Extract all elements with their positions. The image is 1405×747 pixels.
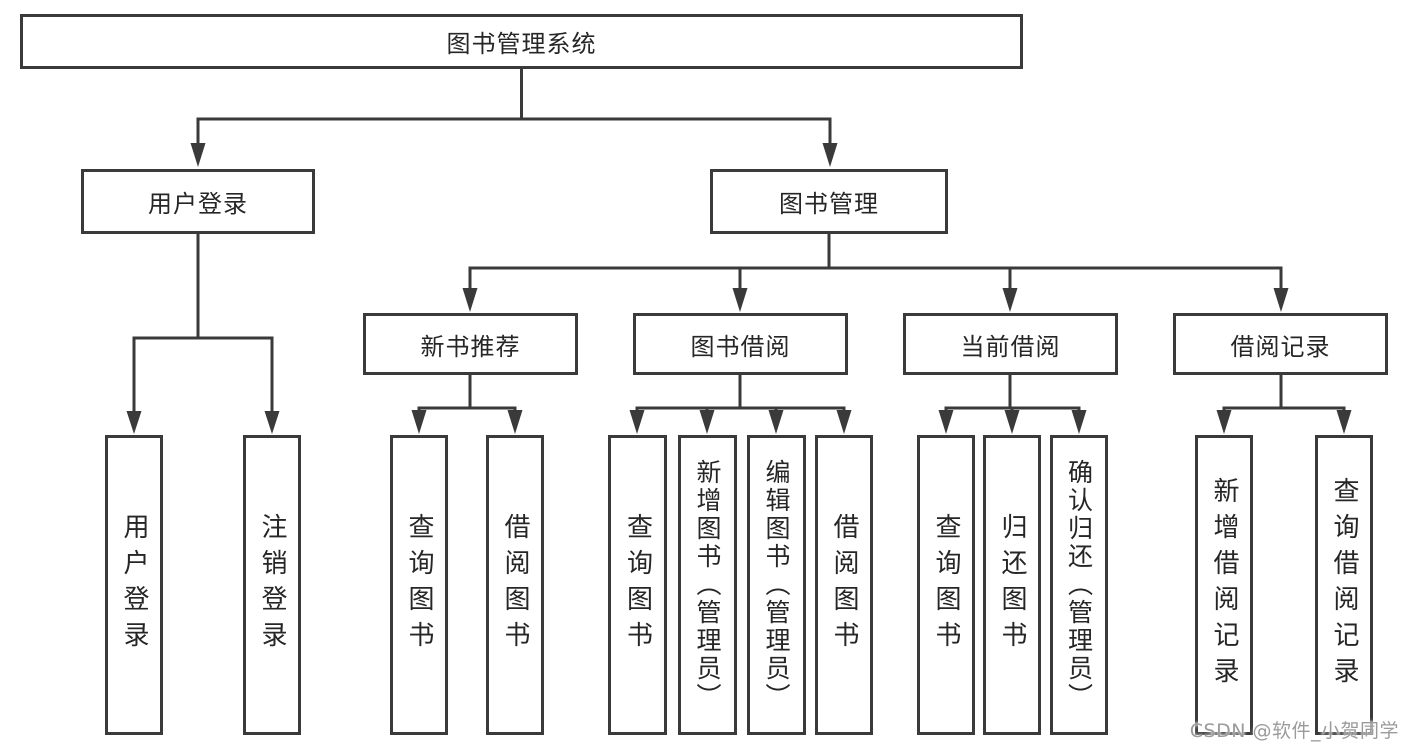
arrowheads bbox=[126, 143, 1352, 434]
node-label: 图书管理 bbox=[779, 190, 879, 218]
node-borrow-records: 借阅记录 bbox=[1173, 313, 1388, 375]
node-book-borrow: 图书借阅 bbox=[633, 313, 848, 375]
node-label: 新增借阅记录 bbox=[1209, 477, 1239, 693]
node-label: 借阅记录 bbox=[1230, 332, 1331, 361]
node-label: 归还图书 bbox=[997, 513, 1027, 657]
leaf-bb-borrow-books: 借阅图书 bbox=[815, 435, 873, 735]
node-label: 编辑图书（管理员） bbox=[762, 459, 791, 711]
node-label: 用户登录 bbox=[148, 190, 248, 218]
leaf-nb-borrow-books: 借阅图书 bbox=[486, 435, 544, 735]
node-label: 新书推荐 bbox=[420, 332, 521, 361]
watermark-text: CSDN @软件_小贺同学 bbox=[1189, 720, 1399, 742]
node-label: 图书借阅 bbox=[690, 332, 791, 361]
leaf-bb-add-books-admin: 新增图书（管理员） bbox=[678, 435, 737, 735]
leaf-cb-query-books: 查询图书 bbox=[917, 435, 975, 735]
leaf-logout: 注销登录 bbox=[243, 435, 301, 735]
node-label: 注销登录 bbox=[257, 513, 287, 657]
leaf-bb-query-books: 查询图书 bbox=[608, 435, 667, 735]
leaf-br-add-record: 新增借阅记录 bbox=[1195, 435, 1253, 735]
node-current-borrow: 当前借阅 bbox=[903, 313, 1118, 375]
node-new-book-recommend: 新书推荐 bbox=[363, 313, 578, 375]
node-root: 图书管理系统 bbox=[20, 14, 1023, 69]
node-label: 确认归还（管理员） bbox=[1064, 459, 1094, 711]
node-label: 查询借阅记录 bbox=[1329, 477, 1359, 693]
node-label: 借阅图书 bbox=[829, 513, 859, 657]
node-label: 借阅图书 bbox=[500, 513, 530, 657]
node-label: 查询图书 bbox=[404, 513, 434, 657]
node-user-login: 用户登录 bbox=[81, 169, 315, 234]
leaf-user-login: 用户登录 bbox=[105, 435, 163, 735]
node-label: 查询图书 bbox=[931, 513, 961, 657]
node-label: 图书管理系统 bbox=[446, 30, 597, 58]
node-label: 新增图书（管理员） bbox=[693, 459, 722, 711]
leaf-bb-edit-books-admin: 编辑图书（管理员） bbox=[747, 435, 806, 735]
node-label: 当前借阅 bbox=[960, 332, 1061, 361]
leaf-br-query-record: 查询借阅记录 bbox=[1315, 435, 1373, 735]
node-label: 查询图书 bbox=[622, 513, 653, 657]
leaf-cb-return-books: 归还图书 bbox=[983, 435, 1041, 735]
leaf-nb-query-books: 查询图书 bbox=[390, 435, 448, 735]
node-label: 用户登录 bbox=[119, 513, 149, 657]
leaf-cb-confirm-return-admin: 确认归还（管理员） bbox=[1050, 435, 1108, 735]
node-book-management: 图书管理 bbox=[710, 169, 948, 234]
